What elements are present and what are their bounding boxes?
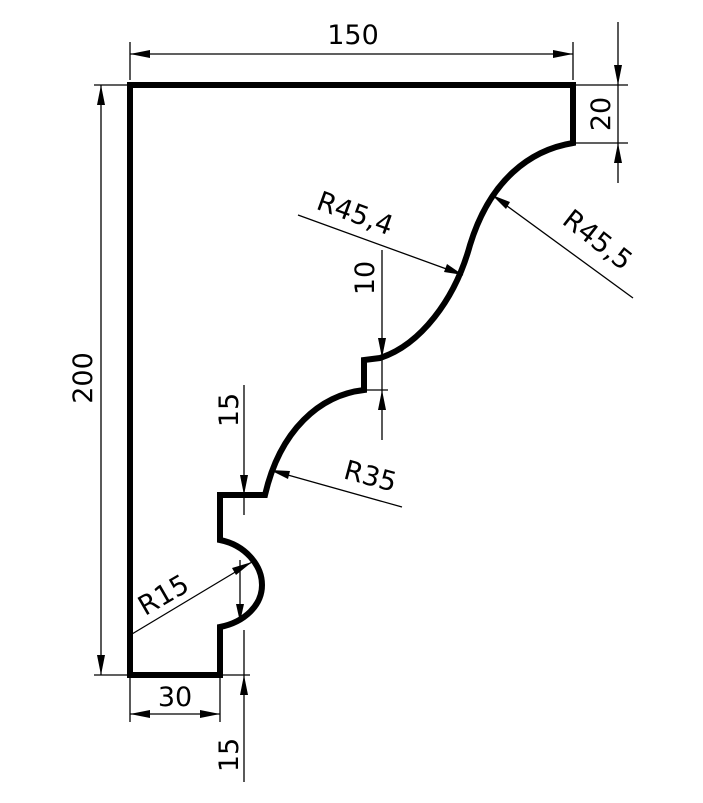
dim-upper-step: 10	[350, 250, 388, 440]
dim-bottom-width: 30	[129, 678, 221, 722]
dim-right-step-label: 20	[586, 97, 617, 131]
dim-left-height: 200	[68, 84, 127, 676]
dim-right-step: 20	[576, 22, 628, 183]
dim-upper-radius-right: R45,5	[491, 194, 638, 299]
dim-bottom-step-label: 15	[214, 738, 245, 772]
dim-top-width: 150	[129, 20, 574, 80]
dim-upper-radius-label: R45,4	[313, 186, 398, 242]
dim-upper-radius-right-label: R45,5	[557, 204, 638, 277]
dim-top-width-label: 150	[327, 20, 379, 51]
dim-middle-radius: R35	[269, 455, 403, 508]
profile-outline	[127, 82, 576, 678]
dim-bottom-width-label: 30	[158, 682, 192, 713]
dim-left-height-label: 200	[68, 352, 99, 404]
dim-upper-step-label: 10	[350, 261, 381, 295]
dim-middle-step-label: 15	[214, 393, 245, 427]
dim-bottom-step: 15	[214, 630, 250, 782]
dim-middle-step: 15	[214, 385, 250, 515]
